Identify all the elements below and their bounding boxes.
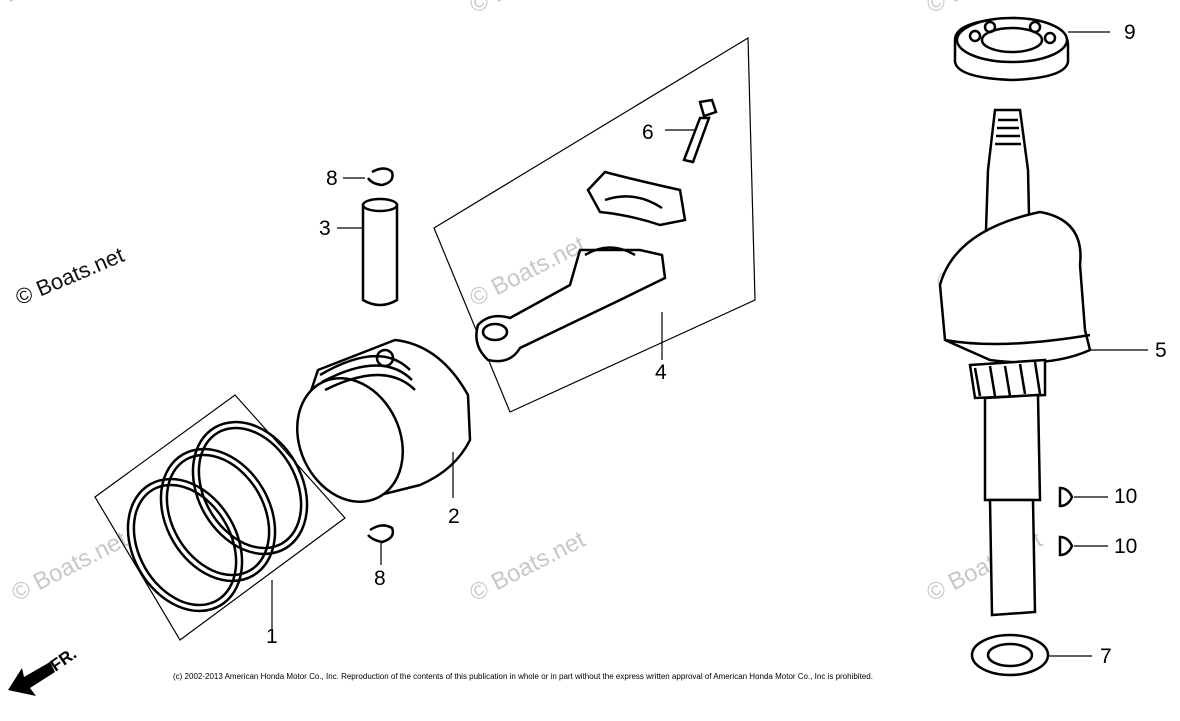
callout-8-top: 8 (326, 167, 338, 190)
callout-10-top: 10 (1114, 485, 1138, 508)
callout-5: 5 (1155, 339, 1167, 362)
piston (295, 338, 472, 503)
callout-7: 7 (1100, 645, 1112, 668)
callout-4: 4 (655, 361, 667, 384)
washer (970, 633, 1092, 677)
bolt (665, 98, 718, 164)
callout-2: 2 (448, 505, 460, 528)
callout-3: 3 (319, 217, 331, 240)
pin-clip-bottom (367, 524, 395, 565)
piston-rings (94, 394, 346, 641)
front-direction-arrow-icon (8, 662, 55, 696)
bearing (953, 16, 1110, 82)
copyright-notice: (c) 2002-2013 American Honda Motor Co., … (173, 672, 873, 681)
callout-6: 6 (642, 121, 654, 144)
woodruff-keys (1058, 486, 1108, 557)
connecting-rod (433, 36, 756, 413)
pin-clip-top (343, 167, 394, 187)
callout-1: 1 (266, 625, 278, 648)
callout-8-bottom: 8 (374, 567, 386, 590)
piston-pin (337, 197, 399, 307)
crankshaft (938, 108, 1148, 617)
callout-10-bottom: 10 (1114, 535, 1138, 558)
callout-9: 9 (1124, 21, 1136, 44)
